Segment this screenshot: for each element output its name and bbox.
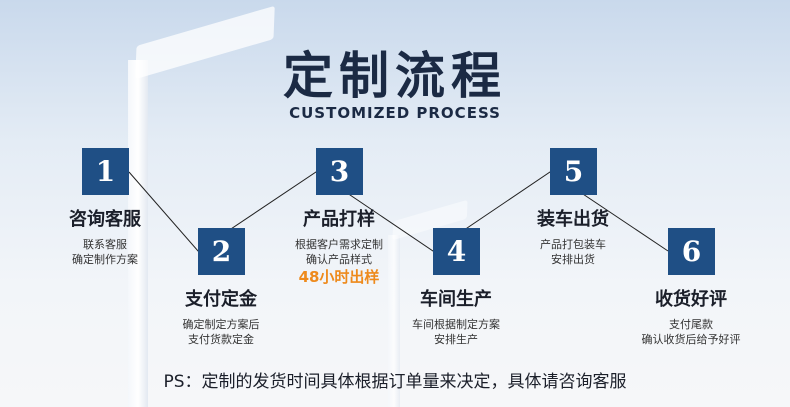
step-desc: 安排生产 — [434, 333, 478, 346]
step-desc: 联系客服 — [83, 238, 127, 251]
step-desc: 安排出货 — [551, 253, 595, 266]
step-2-number: 2 — [198, 228, 245, 275]
step-desc: 车间根据制定方案 — [412, 318, 500, 331]
step-desc: 确定制定方案后 — [182, 318, 260, 331]
step-5: 装车出货 产品打包装车 安排出货 — [488, 205, 658, 267]
step-1-number: 1 — [82, 148, 129, 195]
street-lamp-pole — [128, 60, 148, 407]
step-6: 收货好评 支付尾款 确认收货后给予好评 — [606, 285, 776, 347]
page-subtitle: CUSTOMIZED PROCESS — [289, 104, 501, 122]
step-title: 咨询客服 — [69, 209, 141, 230]
step-title: 收货好评 — [655, 289, 727, 310]
step-desc: 确定制作方案 — [72, 253, 138, 266]
step-desc: 支付货款定金 — [188, 333, 254, 346]
step-desc: 确认收货后给予好评 — [641, 333, 741, 346]
step-6-number: 6 — [668, 228, 715, 275]
step-title: 产品打样 — [303, 209, 375, 230]
step-4-number: 4 — [433, 228, 480, 275]
step-desc: 根据客户需求定制 — [295, 238, 383, 251]
step-1: 咨询客服 联系客服 确定制作方案 — [20, 205, 190, 267]
step-3-number: 3 — [316, 148, 363, 195]
step-3: 产品打样 根据客户需求定制 确认产品样式 48小时出样 — [254, 205, 424, 287]
footer-note: PS：定制的发货时间具体根据订单量来决定，具体请咨询客服 — [163, 372, 627, 392]
step-desc: 确认产品样式 — [306, 253, 372, 266]
step-desc: 支付尾款 — [669, 318, 713, 331]
street-lamp-pole-2 — [388, 235, 400, 407]
step-title: 支付定金 — [185, 289, 257, 310]
step-title: 车间生产 — [420, 289, 492, 310]
step-title: 装车出货 — [537, 209, 609, 230]
step-highlight: 48小时出样 — [298, 268, 380, 286]
step-desc: 产品打包装车 — [540, 238, 606, 251]
step-4: 车间生产 车间根据制定方案 安排生产 — [371, 285, 541, 347]
step-2: 支付定金 确定制定方案后 支付货款定金 — [136, 285, 306, 347]
step-5-number: 5 — [550, 148, 597, 195]
page-title: 定制流程 — [283, 47, 507, 105]
